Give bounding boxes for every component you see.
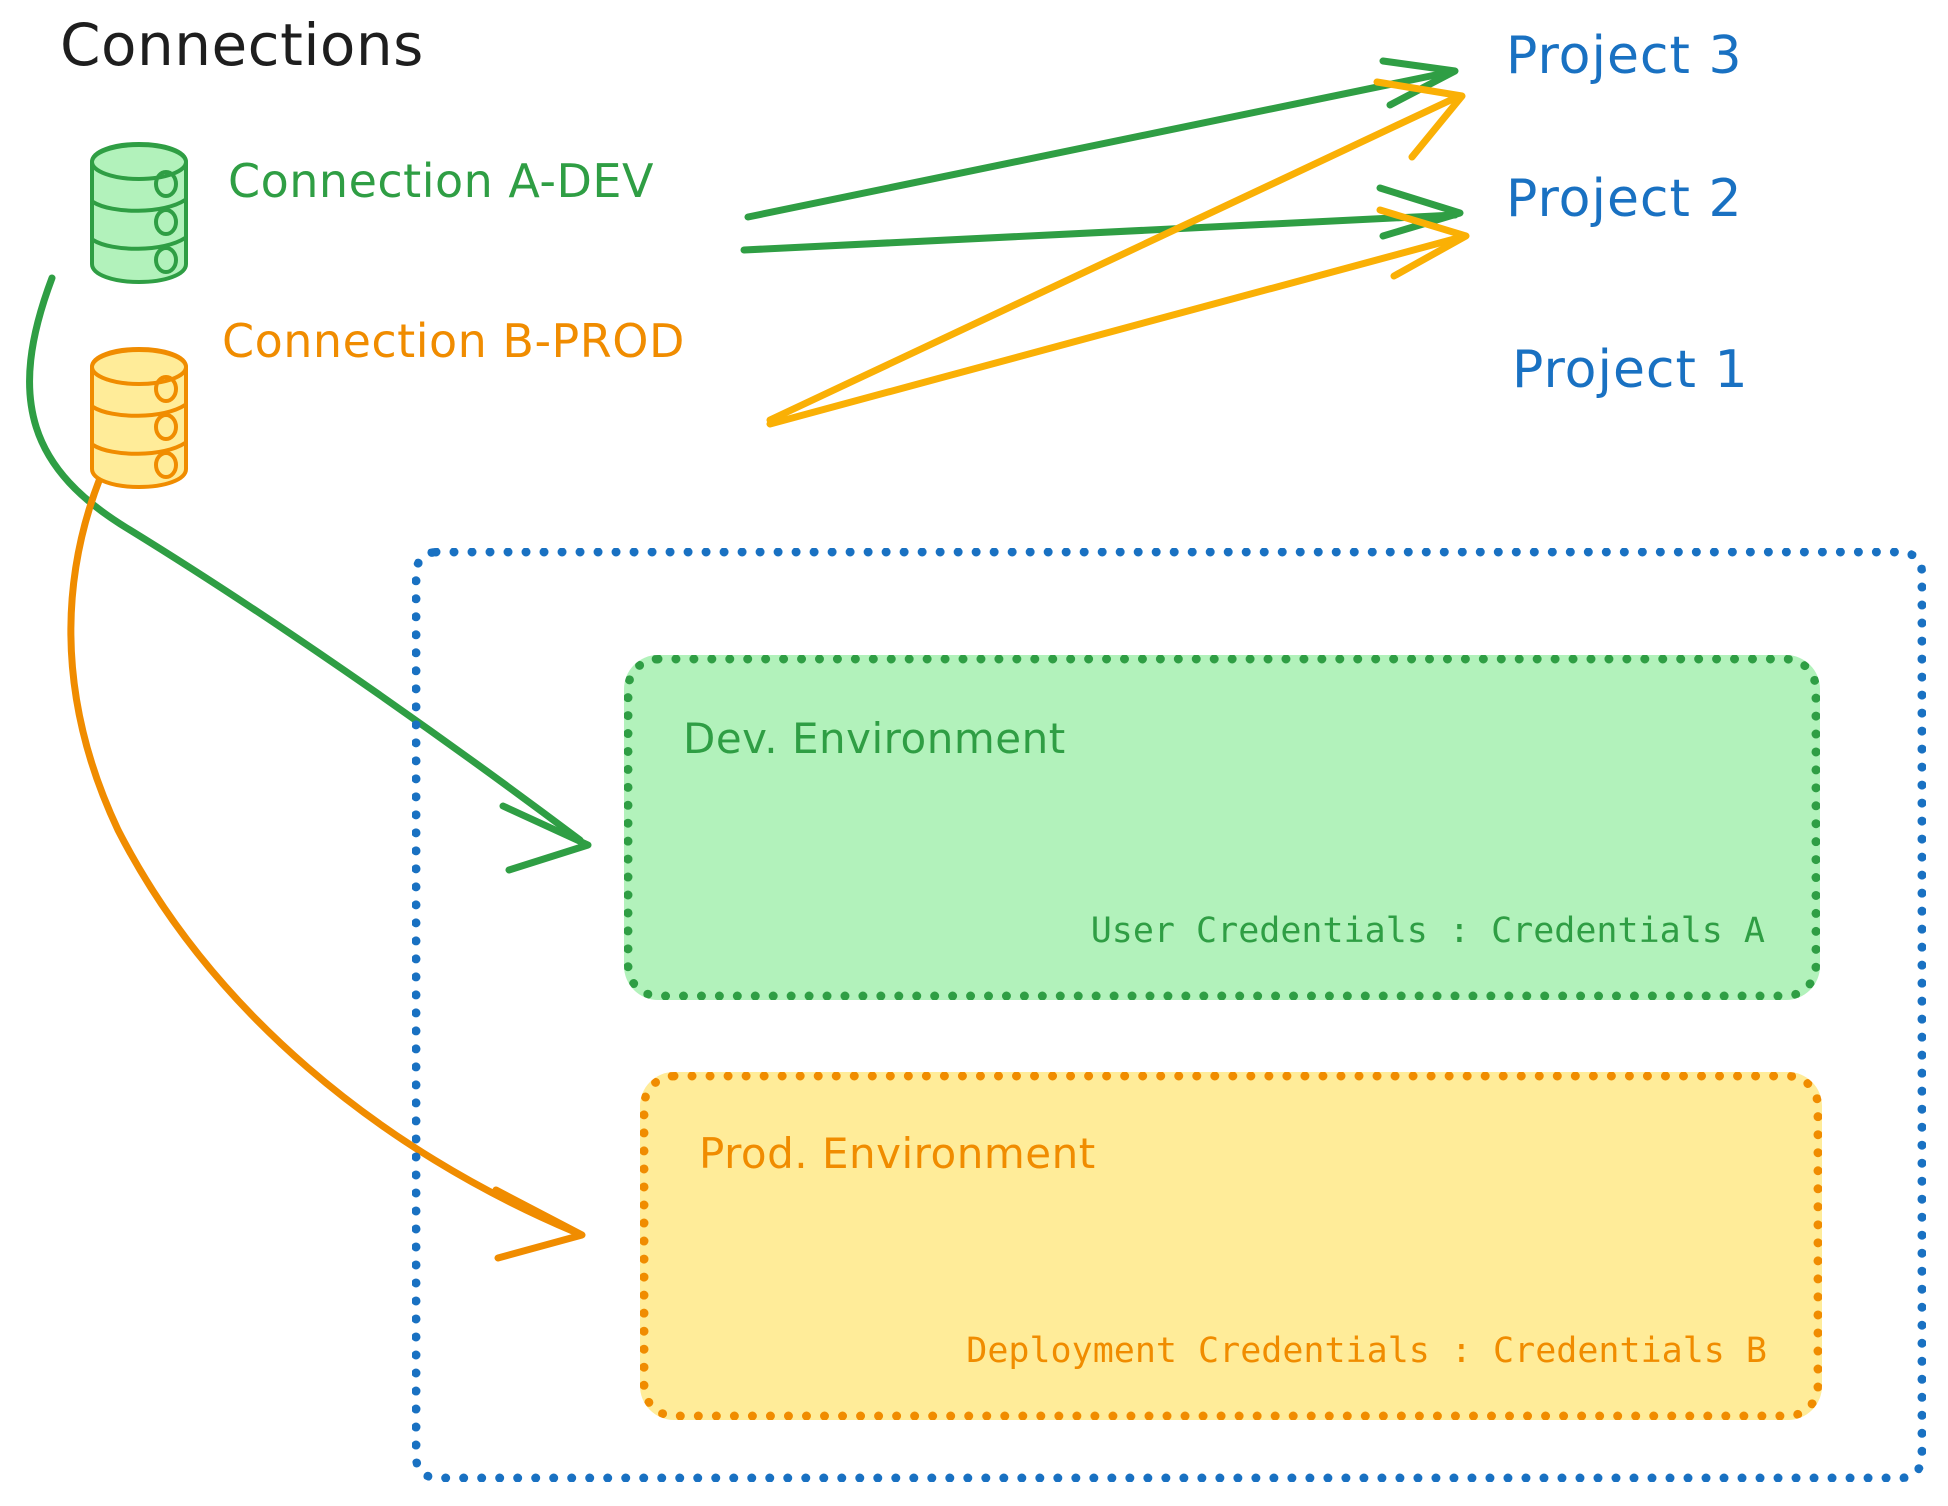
edge-a-dev-to-project-2[interactable] — [740, 184, 1464, 254]
connection-label-b-prod[interactable]: Connection B-PROD — [222, 314, 685, 368]
database-cylinder-icon-a-dev[interactable] — [84, 140, 194, 286]
edge-b-prod-to-project-3[interactable] — [766, 78, 1466, 424]
dev-environment-title: Dev. Environment — [683, 714, 1066, 763]
prod-environment-box[interactable]: Prod. Environment Deployment Credentials… — [640, 1072, 1822, 1420]
edge-a-dev-to-project-3[interactable] — [744, 57, 1459, 221]
dev-environment-credentials: User Credentials : Credentials A — [1090, 911, 1765, 951]
dev-environment-box[interactable]: Dev. Environment User Credentials : Cred… — [624, 655, 1820, 1000]
prod-environment-title: Prod. Environment — [699, 1129, 1096, 1178]
prod-environment-credentials: Deployment Credentials : Credentials B — [966, 1331, 1767, 1371]
page-title: Connections — [60, 11, 424, 79]
connection-label-a-dev[interactable]: Connection A-DEV — [228, 154, 654, 208]
project-label-project-3[interactable]: Project 3 — [1506, 26, 1743, 86]
project-1-container — [412, 548, 1926, 1482]
project-label-project-1[interactable]: Project 1 — [1512, 340, 1749, 400]
database-cylinder-icon-b-prod[interactable] — [84, 345, 194, 491]
edge-b-prod-to-project-2[interactable] — [766, 206, 1470, 428]
project-label-project-2[interactable]: Project 2 — [1506, 169, 1743, 229]
